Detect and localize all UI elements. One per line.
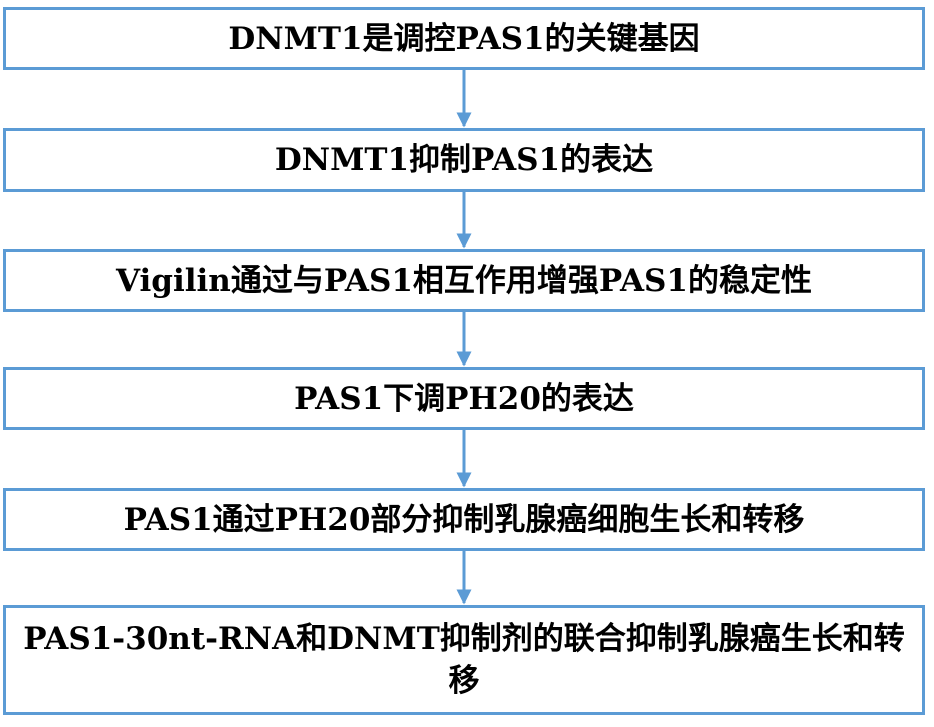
step-text-6: PAS1-30nt-RNA和DNMT抑制剂的联合抑制乳腺癌生长和转移: [23, 621, 905, 699]
step-text-2: DNMT1抑制PAS1的表达: [274, 142, 654, 178]
step-box-4: PAS1下调PH20的表达: [3, 367, 925, 430]
step-box-2: DNMT1抑制PAS1的表达: [3, 128, 925, 192]
step-box-3: Vigilin通过与PAS1相互作用增强PAS1的稳定性: [3, 249, 925, 312]
step-box-1: DNMT1是调控PAS1的关键基因: [3, 7, 925, 70]
step-text-4: PAS1下调PH20的表达: [294, 380, 634, 417]
step-text-1: DNMT1是调控PAS1的关键基因: [228, 20, 700, 57]
step-box-6: PAS1-30nt-RNA和DNMT抑制剂的联合抑制乳腺癌生长和转移: [3, 605, 925, 715]
step-text-5: PAS1通过PH20部分抑制乳腺癌细胞生长和转移: [123, 501, 805, 538]
step-text-3: Vigilin通过与PAS1相互作用增强PAS1的稳定性: [116, 262, 812, 299]
step-box-5: PAS1通过PH20部分抑制乳腺癌细胞生长和转移: [3, 488, 925, 551]
